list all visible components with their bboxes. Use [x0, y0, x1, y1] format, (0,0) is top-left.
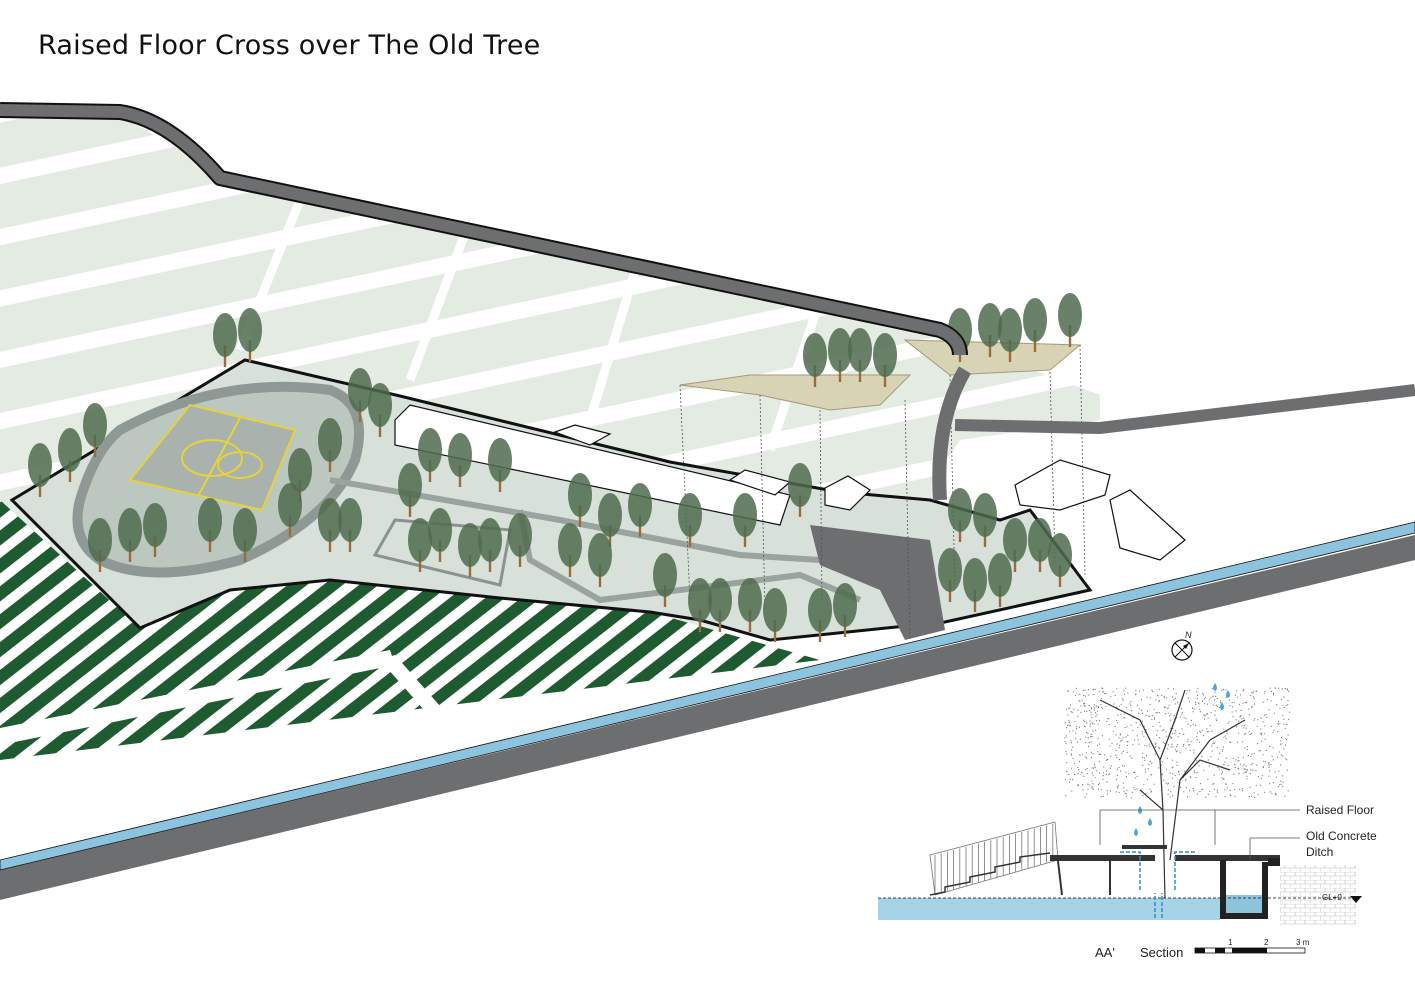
raised-floor-slab-right [1175, 855, 1280, 861]
stair-railing [929, 821, 1059, 896]
section-caption-word: Section [1140, 945, 1183, 960]
tree-canopy-icon [738, 578, 762, 622]
tree-canopy-icon [973, 493, 997, 537]
tree-canopy-icon [1003, 518, 1027, 562]
page-title: Raised Floor Cross over The Old Tree [38, 30, 541, 61]
road-east [954, 384, 1415, 435]
tree-canopy-icon [458, 523, 482, 567]
tree-canopy-icon [963, 558, 987, 602]
tree-canopy-icon [233, 508, 257, 552]
aa-section-drawing: Raised Floor Old Concrete Ditch GL+0 [878, 683, 1377, 925]
ground-water [878, 898, 1220, 920]
farm-road-white [0, 650, 395, 745]
tree-canopy-icon [288, 448, 312, 492]
ground-soil-right [1280, 865, 1356, 925]
tree-canopy-icon [238, 308, 262, 352]
tree-canopy-icon [448, 433, 472, 477]
tree-canopy-icon [873, 333, 897, 377]
tree-canopy-icon [628, 483, 652, 527]
tree-canopy-icon [338, 498, 362, 542]
north-arrow-icon: N [1171, 630, 1193, 661]
road-south [0, 535, 1415, 900]
tree-canopy-icon [143, 503, 167, 547]
ditch-water [1226, 895, 1262, 913]
tree-canopy-icon [58, 428, 82, 472]
tree-canopy-icon [998, 308, 1022, 352]
tree-canopy-icon [653, 553, 677, 597]
tree-canopy-icon [808, 588, 832, 632]
tree-canopy-icon [938, 548, 962, 592]
tree-canopy-icon [398, 463, 422, 507]
tree-canopy-icon [788, 463, 812, 507]
tree-canopy-icon [213, 313, 237, 357]
road-bend [932, 366, 972, 501]
tree-canopy-icon [83, 403, 107, 447]
tree-canopy-icon [348, 368, 372, 412]
tree-canopy-icon [948, 488, 972, 532]
tree-canopy-icon [803, 333, 827, 377]
scale-tick-1: 1 [1228, 938, 1233, 947]
tree-canopy-icon [198, 498, 222, 542]
tree-canopy-icon [1028, 518, 1052, 562]
farm-path-diagonal [380, 655, 470, 745]
label-ditch: Ditch [1306, 845, 1333, 859]
tree-canopy-icon [588, 533, 612, 577]
section-caption-id: AA' [1095, 945, 1115, 960]
tree-canopy-icon [408, 518, 432, 562]
scale-tick-2: 2 [1264, 938, 1269, 947]
raised-floor-slab [1050, 855, 1155, 861]
tree-canopy-icon [988, 553, 1012, 597]
basketball-court [128, 403, 297, 512]
label-ground-level: GL+0 [1322, 893, 1342, 902]
tree-canopy-icon [558, 523, 582, 567]
tree-canopy-icon [568, 473, 592, 517]
ground-level-marker-icon [1350, 896, 1362, 903]
tree-canopy-icon [508, 513, 532, 557]
stairs [929, 852, 1051, 896]
label-raised-floor: Raised Floor [1306, 803, 1374, 817]
tree-branches [1099, 689, 1246, 901]
road-north-surface [0, 104, 966, 356]
water-flow-arrows [1120, 851, 1195, 918]
canal [0, 521, 1415, 871]
scale-bar: 1 2 3 m [1194, 938, 1310, 954]
tree-canopy-icon [763, 588, 787, 632]
tree-canopy [1064, 687, 1291, 799]
tree-canopy-icon [678, 493, 702, 537]
driveway [810, 525, 945, 640]
tree-canopy-icon [118, 508, 142, 552]
tree-canopy-icon [1058, 293, 1082, 337]
tree-canopy-icon [598, 493, 622, 537]
tree-canopy-icon [688, 578, 712, 622]
tree-canopy-icon [428, 508, 452, 552]
tree-canopy-icon [478, 518, 502, 562]
tree-canopy-icon [978, 303, 1002, 347]
tree-canopy-icon [368, 383, 392, 427]
tree-canopy-icon [318, 498, 342, 542]
tree-canopy-icon [708, 578, 732, 622]
projection-lines [679, 344, 1086, 641]
tree-canopy-icon [278, 483, 302, 527]
tree-canopy-icon [833, 583, 857, 627]
label-old-concrete: Old Concrete [1306, 829, 1377, 843]
raised-floor-decks [679, 339, 1082, 411]
tree-canopy-icon [418, 428, 442, 472]
tree-canopy-icon [828, 328, 852, 372]
water-drops-icon [1134, 683, 1230, 836]
tree-canopy-icon [733, 493, 757, 537]
compass-north-label: N [1185, 630, 1192, 640]
concrete-ditch [1220, 858, 1280, 919]
tree-canopy-icon [488, 438, 512, 482]
tree-canopy-icon [28, 443, 52, 487]
tree-canopy-icon [1023, 298, 1047, 342]
tree-canopy-icon [848, 328, 872, 372]
tree-canopy-icon [318, 418, 342, 462]
tree-canopy-icon [1048, 533, 1072, 577]
tree-canopy-icon [88, 518, 112, 562]
scale-tick-3: 3 m [1296, 938, 1310, 947]
